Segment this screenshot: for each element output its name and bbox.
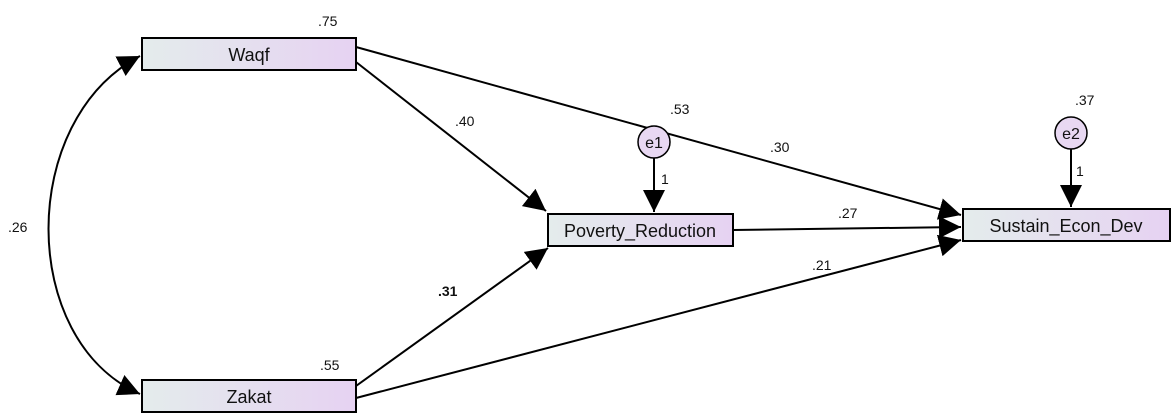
path-zakat-to-sustain (355, 234, 962, 399)
weight-e1-path: 1 (661, 171, 669, 187)
error-e1[interactable]: e1 (637, 125, 671, 159)
path-zakat-to-poverty (355, 247, 549, 387)
node-waqf-label: Waqf (228, 45, 270, 65)
node-waqf[interactable]: Waqf (141, 37, 357, 71)
node-poverty-reduction[interactable]: Poverty_Reduction (547, 213, 734, 247)
node-zakat-label: Zakat (226, 387, 271, 407)
waqf-variance: .75 (318, 13, 338, 29)
coef-waqf-zakat-covariance: .26 (8, 219, 28, 235)
coef-zakat-to-poverty: .31 (438, 283, 458, 299)
node-zakat[interactable]: Zakat (141, 379, 357, 413)
error-e1-label: e1 (645, 135, 663, 152)
error-e2[interactable]: e2 (1054, 116, 1088, 150)
coef-zakat-to-sustain: .21 (812, 257, 832, 273)
sustain-r-squared: .37 (1075, 92, 1095, 108)
node-sustain-econ-dev-label: Sustain_Econ_Dev (989, 216, 1142, 237)
path-poverty-to-sustain (732, 216, 962, 239)
error-e2-label: e2 (1062, 126, 1080, 143)
weight-e2-path: 1 (1076, 163, 1084, 179)
node-poverty-reduction-label: Poverty_Reduction (564, 221, 716, 242)
coef-waqf-to-poverty: .40 (455, 113, 475, 129)
node-sustain-econ-dev[interactable]: Sustain_Econ_Dev (962, 208, 1171, 242)
poverty-r-squared: .53 (670, 101, 690, 117)
covariance-arc-waqf-zakat (47, 55, 141, 396)
path-waqf-to-poverty (355, 61, 547, 212)
zakat-variance: .55 (320, 357, 340, 373)
coef-waqf-to-sustain: .30 (770, 139, 790, 155)
coef-poverty-to-sustain: .27 (838, 205, 858, 221)
